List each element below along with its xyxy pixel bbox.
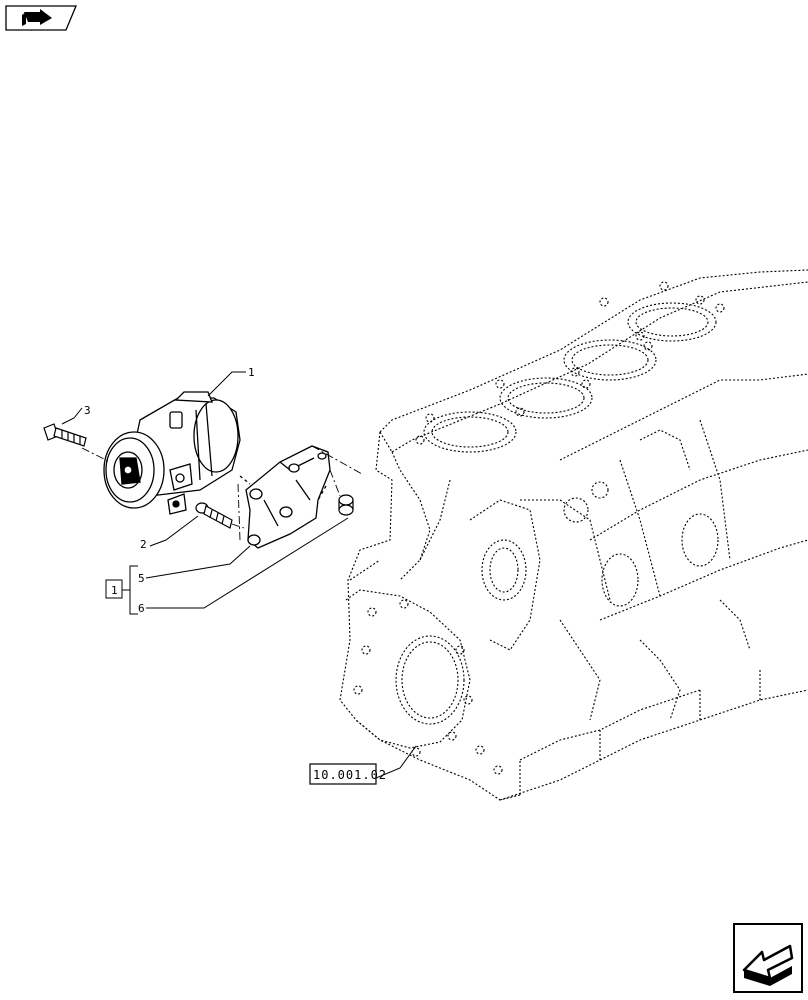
kit-callout[interactable]: 1 — [111, 584, 118, 597]
bolt-part-3 — [43, 423, 87, 447]
reference-label[interactable]: 10.001.02 — [313, 768, 387, 782]
next-page-arrow-icon[interactable] — [733, 923, 803, 993]
callout-1[interactable]: 1 — [248, 366, 255, 379]
ac-compressor-part — [103, 391, 241, 515]
leader-lines — [61, 371, 417, 779]
bolt-part-2 — [195, 502, 233, 529]
callout-5[interactable]: 5 — [138, 572, 145, 585]
bracket-part-5 — [239, 445, 331, 549]
callout-2[interactable]: 2 — [140, 538, 147, 551]
spacer-part-6 — [338, 494, 354, 516]
reference-box — [309, 763, 377, 785]
kit-bracket — [105, 565, 138, 615]
callout-6[interactable]: 6 — [138, 602, 145, 615]
assembly-guide-lines — [81, 445, 363, 541]
book-arrow-icon[interactable] — [5, 5, 77, 31]
engine-block-drawing — [339, 269, 808, 801]
callout-3[interactable]: 3 — [84, 404, 91, 417]
